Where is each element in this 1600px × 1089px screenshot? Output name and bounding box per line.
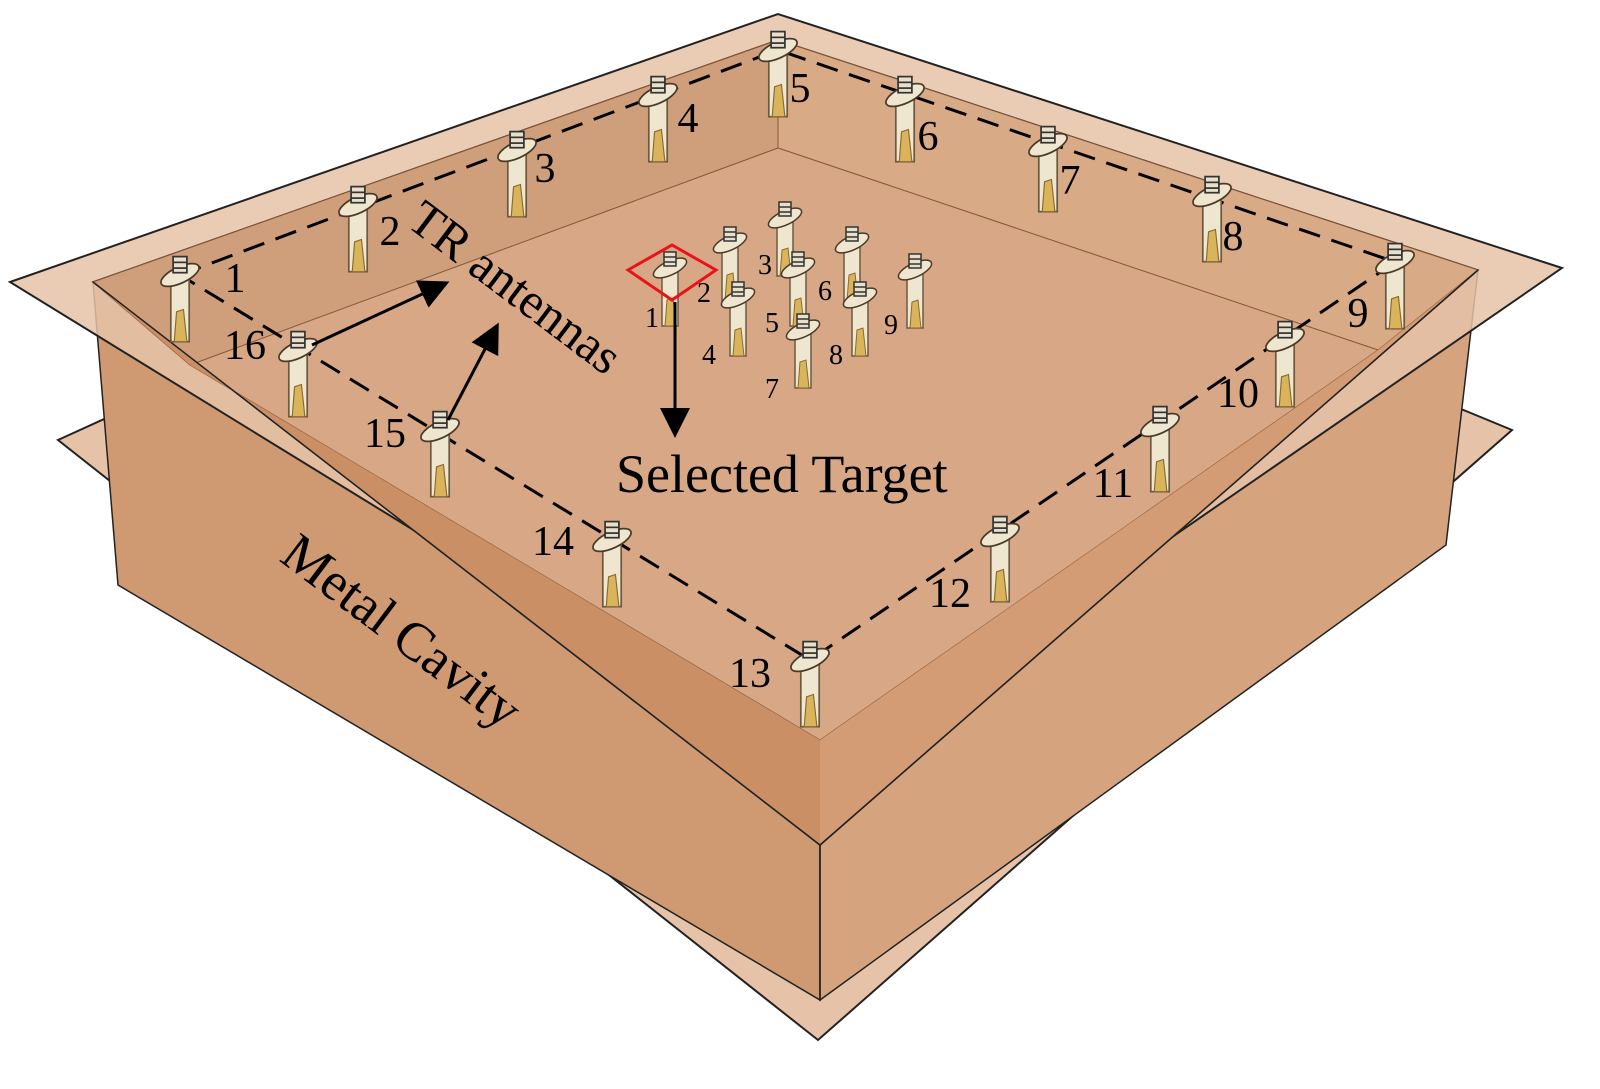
target-antenna-label-7: 7 (765, 374, 779, 405)
tr-antenna-13 (790, 640, 830, 728)
tr-antenna-14 (592, 520, 632, 608)
antenna-layer (160, 30, 1415, 728)
tr-antenna-6 (885, 75, 925, 163)
target-antenna-label-4: 4 (702, 340, 716, 371)
arrow-15-to-label (446, 322, 499, 421)
tr-antenna-5 (758, 30, 798, 118)
target-antenna-label-2: 2 (697, 278, 711, 309)
target-antenna-label-9: 9 (884, 310, 898, 341)
tr-antenna-16 (278, 330, 318, 418)
antenna-ring-path (176, 48, 1399, 662)
tr-antenna-label-2: 2 (380, 209, 401, 255)
target-antenna-label-3: 3 (758, 250, 772, 281)
tr-antenna-12 (980, 515, 1020, 603)
tr-antenna-label-8: 8 (1223, 214, 1244, 260)
selected-target-marker (625, 243, 719, 302)
tr-antenna-8 (1192, 175, 1232, 263)
arrow-16-to-label (311, 280, 450, 347)
tr-antenna-label-9: 9 (1348, 291, 1369, 337)
target-antenna-label-1: 1 (645, 303, 659, 334)
tr-antenna-label-1: 1 (225, 256, 246, 302)
tr-antenna-label-5: 5 (790, 66, 811, 112)
tr-antenna-2 (338, 185, 378, 273)
tr-antenna-label-4: 4 (678, 96, 699, 142)
tr-antenna-9 (1375, 242, 1415, 330)
tr-antenna-label-13: 13 (729, 651, 771, 697)
target-antenna-4 (720, 281, 756, 357)
tr-antenna-11 (1140, 405, 1180, 493)
target-antenna-label-8: 8 (829, 340, 843, 371)
target-antenna-7 (785, 313, 821, 389)
tr-antenna-label-3: 3 (535, 146, 556, 192)
tr-antenna-4 (638, 75, 678, 163)
target-antenna-5 (780, 251, 816, 327)
target-antenna-9 (897, 253, 933, 329)
tr-antenna-label-15: 15 (364, 411, 406, 457)
tr-antenna-7 (1028, 125, 1068, 213)
tr-antenna-15 (420, 410, 460, 498)
selected-target-label: Selected Target (616, 444, 948, 504)
target-antenna-label-6: 6 (818, 276, 832, 307)
tr-antenna-label-7: 7 (1060, 158, 1081, 204)
tr-antenna-label-10: 10 (1217, 371, 1259, 417)
tr-antenna-label-12: 12 (929, 571, 971, 617)
tr-antenna-label-6: 6 (918, 114, 939, 160)
tr-antenna-3 (497, 130, 537, 218)
tr-antenna-label-14: 14 (532, 519, 574, 565)
tr-antenna-10 (1265, 320, 1305, 408)
target-antenna-8 (842, 281, 878, 357)
target-antenna-label-5: 5 (765, 308, 779, 339)
tr-antenna-label-16: 16 (224, 323, 266, 369)
tr-antenna-1 (160, 255, 200, 343)
tr-antenna-label-11: 11 (1093, 461, 1133, 507)
